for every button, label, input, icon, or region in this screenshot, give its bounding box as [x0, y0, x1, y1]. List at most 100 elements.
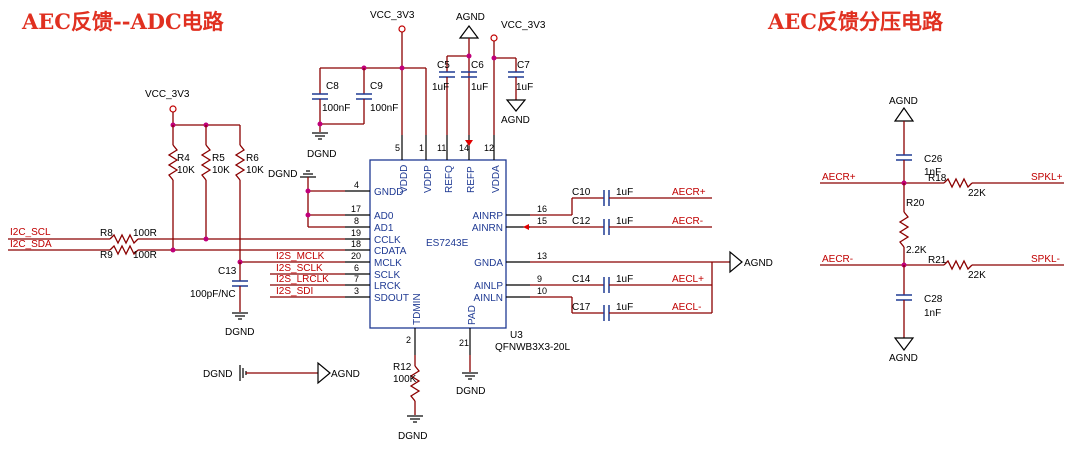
r21-ref: R21 [928, 255, 947, 266]
c5-ref: C5 [437, 60, 450, 71]
agnd-label-top: AGND [456, 12, 485, 23]
pin-name-cclk: CCLK [374, 235, 401, 246]
agnd-label-gnda: AGND [744, 258, 773, 269]
r20-value: 2.2K [906, 245, 927, 256]
net-spkl-n: SPKL- [1031, 254, 1060, 265]
refp-arrow [465, 140, 473, 146]
agnd-label-div-bottom: AGND [889, 353, 918, 364]
pin-name-cdata: CDATA [374, 246, 407, 257]
chip-ref: U3 [510, 330, 523, 341]
pin-num-sclk: 6 [354, 263, 359, 273]
pin-name-refq: REFQ [444, 165, 455, 193]
r12-ref: R12 [393, 362, 412, 373]
agnd-label-div-top: AGND [889, 96, 918, 107]
c26-ref: C26 [924, 154, 943, 165]
r21-value: 22K [968, 270, 986, 281]
vcc-port-pullup [169, 105, 177, 113]
dgnd-label-c13: DGND [225, 327, 254, 338]
r12-value: 100K [393, 374, 417, 385]
pin-num-vddp: 1 [419, 143, 424, 153]
net-i2s-sdi: I2S_SDI [276, 286, 313, 297]
agnd-triangle-div-bottom [893, 337, 915, 351]
r5-ref: R5 [212, 153, 225, 164]
c14-ref: C14 [572, 274, 591, 285]
c10-value: 1uF [616, 187, 633, 198]
pin-num-sdout: 3 [354, 286, 359, 296]
net-aecr-n-right: AECR- [822, 254, 853, 265]
pin-num-ainln: 10 [537, 286, 547, 296]
c26-value: 1nF [924, 167, 941, 178]
c8-value: 100nF [322, 103, 350, 114]
pin-name-mclk: MCLK [374, 258, 402, 269]
r18-ref: R18 [928, 173, 947, 184]
agnd-triangle-tie [317, 361, 331, 385]
pin-name-refp: REFP [466, 166, 477, 193]
pin-num-ad0: 17 [351, 204, 361, 214]
chip-top-pins: 5 1 11 14 12 VDDD VDDP REFQ REFP VDDA [395, 135, 502, 193]
dgnd-label-pad: DGND [456, 386, 485, 397]
agnd-triangle-gnda [729, 250, 743, 274]
net-aecr-p-left: AECR+ [672, 187, 706, 198]
pin-num-mclk: 20 [351, 251, 361, 261]
c7-ref: C7 [517, 60, 530, 71]
pin-name-vdda: VDDA [491, 165, 502, 193]
r8-ref: R8 [100, 228, 113, 239]
agnd-triangle-top [458, 25, 480, 39]
pin-num-pad: 21 [459, 338, 469, 348]
dgnd-label-gndd: DGND [268, 169, 297, 180]
c28-ref: C28 [924, 294, 943, 305]
c12-ref: C12 [572, 216, 591, 227]
title-right: AEC反馈分压电路 [767, 9, 944, 34]
vcc-label-vdda: VCC_3V3 [501, 20, 546, 31]
c14-value: 1uF [616, 274, 633, 285]
r6-ref: R6 [246, 153, 259, 164]
pin-name-ainrp: AINRP [472, 211, 503, 222]
agnd-triangle-div-top [893, 106, 915, 122]
pin-name-ainln: AINLN [474, 293, 503, 304]
title-left: AEC反馈--ADC电路 [21, 9, 225, 34]
c6-value: 1uF [471, 82, 488, 93]
vcc-port-top [398, 25, 406, 33]
r5-value: 10K [212, 165, 230, 176]
pin-num-vdda: 12 [484, 143, 494, 153]
chip-name: ES7243E [426, 238, 469, 249]
ainrn-arrow [523, 224, 529, 230]
vcc-port-vdda [490, 34, 498, 42]
chip-package: QFNWB3X3-20L [495, 342, 570, 353]
pin-name-ainrn: AINRN [472, 223, 503, 234]
r18-value: 22K [968, 188, 986, 199]
net-i2c-sda: I2C_SDA [10, 239, 52, 250]
dgnd-label-tie: DGND [203, 369, 232, 380]
net-spkl-p: SPKL+ [1031, 172, 1063, 183]
pin-name-pad: PAD [467, 305, 478, 325]
c28-value: 1nF [924, 308, 941, 319]
agnd-label-tie: AGND [331, 369, 360, 380]
chip-body [369, 159, 507, 329]
c9-value: 100nF [370, 103, 398, 114]
net-aecr-p-right: AECR+ [822, 172, 856, 183]
pin-num-gnda: 13 [537, 251, 547, 261]
c17-value: 1uF [616, 302, 633, 313]
dgnd-label-c8: DGND [307, 149, 336, 160]
pin-name-gndd: GNDD [374, 187, 403, 198]
r9-ref: R9 [100, 250, 113, 261]
chip-left-pins: 4 17 8 19 18 20 6 7 3 GNDD AD0 AD1 CCLK … [345, 180, 409, 304]
pin-name-tdmin: TDMIN [412, 293, 423, 325]
net-aecl-n: AECL- [672, 302, 701, 313]
pin-num-ainrp: 16 [537, 204, 547, 214]
net-i2s-mclk: I2S_MCLK [276, 251, 325, 262]
net-i2s-sclk: I2S_SCLK [276, 263, 323, 274]
r4-value: 10K [177, 165, 195, 176]
pin-num-refp: 14 [459, 143, 469, 153]
agnd-label-c7: AGND [501, 115, 530, 126]
dgnd-symbol-gndd [300, 170, 316, 178]
r8-value: 100R [133, 228, 157, 239]
dgnd-symbol-tie [239, 365, 247, 381]
pin-name-vddp: VDDP [423, 165, 434, 193]
net-aecl-p: AECL+ [672, 274, 704, 285]
pin-num-cdata: 18 [351, 239, 361, 249]
pin-name-vddd: VDDD [399, 165, 410, 193]
pin-num-gndd: 4 [354, 180, 359, 190]
pin-name-sclk: SCLK [374, 270, 400, 281]
